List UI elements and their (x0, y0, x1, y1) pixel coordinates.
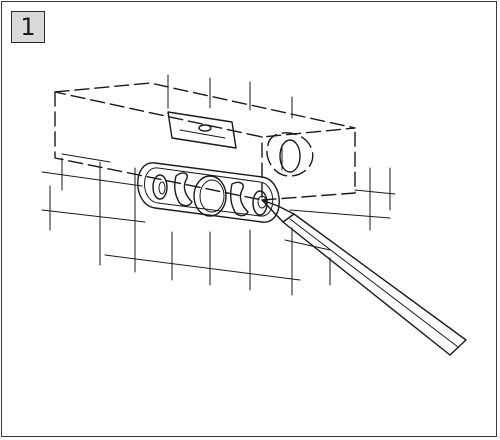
spirit-level-icon (54, 82, 356, 201)
step-number-badge: 1 (11, 11, 45, 43)
wall-grid-icon (41, 74, 396, 296)
mounting-plate-icon (137, 162, 280, 223)
pencil-icon (261, 199, 467, 356)
